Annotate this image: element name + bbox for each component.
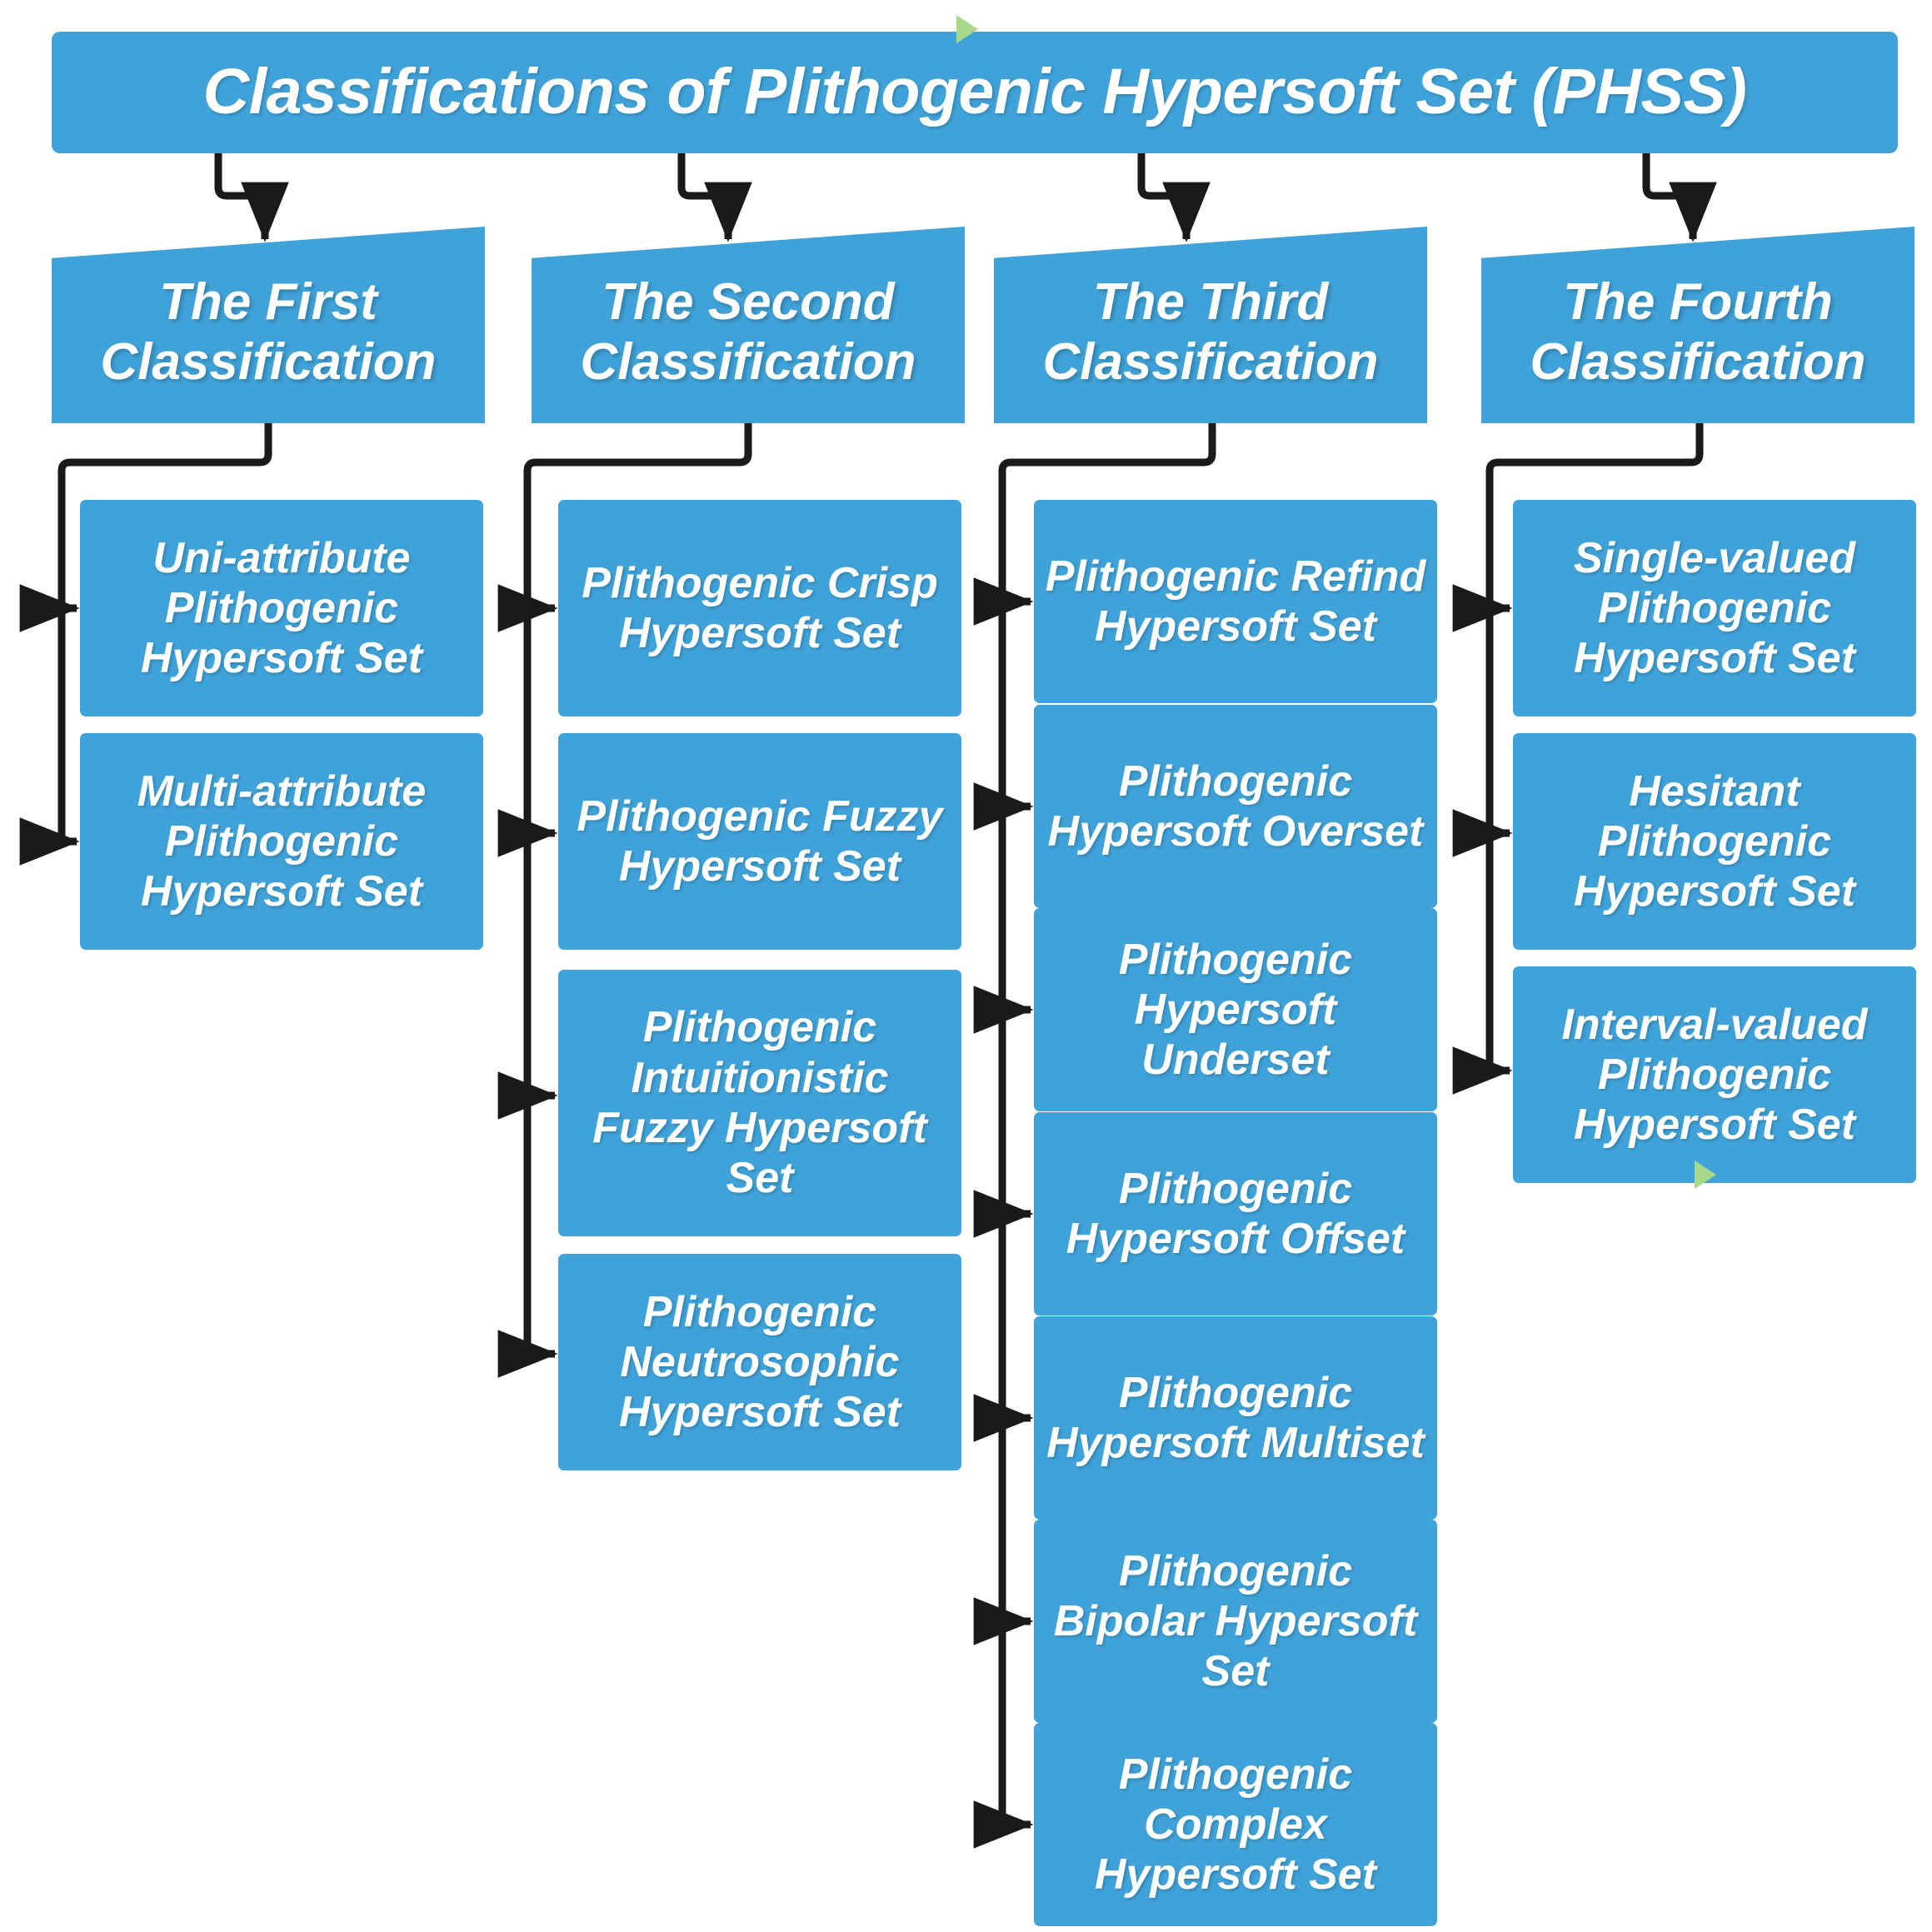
node-plithogenic-hypersoft-underset[interactable]: Plithogenic Hypersoft Underset (1034, 908, 1437, 1111)
column-header-third-label: The Third Classification (1042, 273, 1379, 391)
page-title: Classifications of Plithogenic Hypersoft… (52, 32, 1898, 153)
trapezoid-shape (532, 227, 965, 423)
node-plithogenic-neutrosophic-hss[interactable]: Plithogenic Neutrosophic Hypersoft Set (558, 1254, 961, 1470)
node-plithogenic-fuzzy-hss[interactable]: Plithogenic Fuzzy Hypersoft Set (558, 733, 961, 950)
green-triangle-marker-top (956, 15, 978, 43)
node-plithogenic-hypersoft-offset[interactable]: Plithogenic Hypersoft Offset (1034, 1112, 1437, 1315)
node-multi-attribute-phss[interactable]: Multi-attribute Plithogenic Hypersoft Se… (80, 733, 483, 950)
trapezoid-shape (52, 227, 485, 423)
node-hesitant-phss[interactable]: Hesitant Plithogenic Hypersoft Set (1513, 733, 1916, 950)
node-plithogenic-bipolar-hss[interactable]: Plithogenic Bipolar Hypersoft Set (1034, 1520, 1437, 1723)
node-plithogenic-refind-hss[interactable]: Plithogenic Refind Hypersoft Set (1034, 500, 1437, 703)
trapezoid-shape (994, 227, 1427, 423)
column-header-third[interactable]: The Third Classification (994, 227, 1427, 423)
column-header-second[interactable]: The Second Classification (532, 227, 965, 423)
column-header-fourth[interactable]: The Fourth Classification (1481, 227, 1915, 423)
column-header-fourth-label: The Fourth Classification (1530, 273, 1866, 391)
node-plithogenic-intuitionistic-fuzzy-hss[interactable]: Plithogenic Intuitionistic Fuzzy Hyperso… (558, 970, 961, 1236)
node-single-valued-phss[interactable]: Single-valued Plithogenic Hypersoft Set (1513, 500, 1916, 716)
column-header-first-label: The First Classification (100, 273, 437, 391)
green-triangle-marker-bottom (1695, 1161, 1716, 1189)
node-plithogenic-complex-hss[interactable]: Plithogenic Complex Hypersoft Set (1034, 1723, 1437, 1926)
node-plithogenic-crisp-hss[interactable]: Plithogenic Crisp Hypersoft Set (558, 500, 961, 716)
column-header-second-label: The Second Classification (580, 273, 916, 391)
trapezoid-shape (1481, 227, 1915, 423)
column-header-first[interactable]: The First Classification (52, 227, 485, 423)
node-plithogenic-hypersoft-multiset[interactable]: Plithogenic Hypersoft Multiset (1034, 1316, 1437, 1520)
node-interval-valued-phss[interactable]: Interval-valued Plithogenic Hypersoft Se… (1513, 966, 1916, 1183)
node-plithogenic-hypersoft-overset[interactable]: Plithogenic Hypersoft Overset (1034, 705, 1437, 908)
node-uni-attribute-phss[interactable]: Uni-attribute Plithogenic Hypersoft Set (80, 500, 483, 716)
